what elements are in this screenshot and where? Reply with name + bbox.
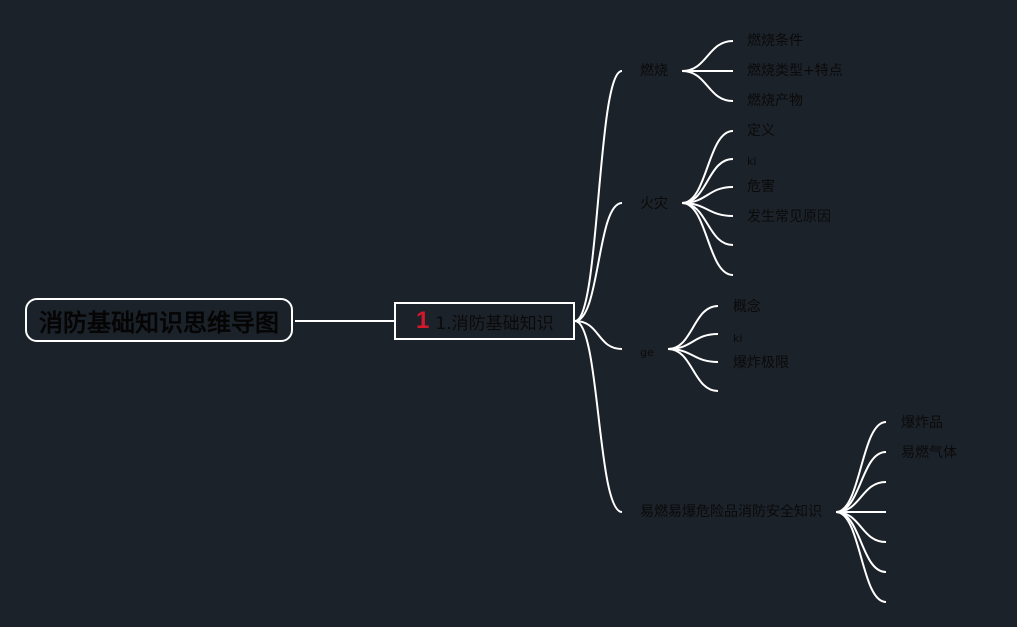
connector-b2-leaf-3: [667, 348, 719, 392]
leaf-fire-causes[interactable]: 发生常见原因: [747, 209, 831, 225]
leaf-combustion-types[interactable]: 燃烧类型+特点: [747, 63, 843, 79]
connector-main-branch-0: [574, 70, 623, 322]
connector-b0-leaf-2: [681, 70, 734, 102]
leaf-explosion-concept[interactable]: 概念: [733, 299, 761, 315]
connector-b1-leaf-0: [681, 130, 734, 204]
connector-b3-leaf-5: [835, 511, 887, 573]
leaf-fire-definition[interactable]: 定义: [747, 123, 775, 139]
connector-b3-leaf-1: [835, 451, 887, 513]
leaf-explosives[interactable]: 爆炸品: [901, 415, 943, 431]
connector-b3-leaf-6: [835, 511, 887, 603]
branch-fire[interactable]: 火灾: [640, 196, 668, 212]
connector-b3-leaf-0: [835, 421, 887, 513]
connector-main-branch-1: [574, 202, 623, 322]
leaf-combustion-products[interactable]: 燃烧产物: [747, 93, 803, 109]
main-topic-label: 1.消防基础知识: [435, 313, 554, 334]
connector-main-branch-2: [574, 320, 623, 350]
connector-b1-leaf-5: [681, 202, 734, 276]
leaf-explosion-ki[interactable]: ki: [733, 332, 743, 345]
leaf-explosion-limits[interactable]: 爆炸极限: [733, 355, 789, 371]
root-topic[interactable]: 消防基础知识思维导图: [25, 298, 293, 342]
branch-hazardous-materials[interactable]: 易燃易爆危险品消防安全知识: [640, 504, 822, 520]
branch-combustion[interactable]: 燃烧: [640, 63, 668, 79]
leaf-combustion-conditions[interactable]: 燃烧条件: [747, 33, 803, 49]
leaf-fire-hazards[interactable]: 危害: [747, 179, 775, 195]
connector-main-branch-3: [574, 320, 623, 513]
leaf-fire-ki[interactable]: ki: [747, 155, 757, 168]
root-topic-label: 消防基础知识思维导图: [39, 308, 279, 337]
leaf-flammable-gases[interactable]: 易燃气体: [901, 445, 957, 461]
main-topic[interactable]: 1 1.消防基础知识: [394, 302, 575, 340]
priority-badge: 1: [416, 307, 430, 334]
branch-explosion[interactable]: ge: [640, 346, 654, 359]
connector-b0-leaf-0: [681, 40, 734, 72]
